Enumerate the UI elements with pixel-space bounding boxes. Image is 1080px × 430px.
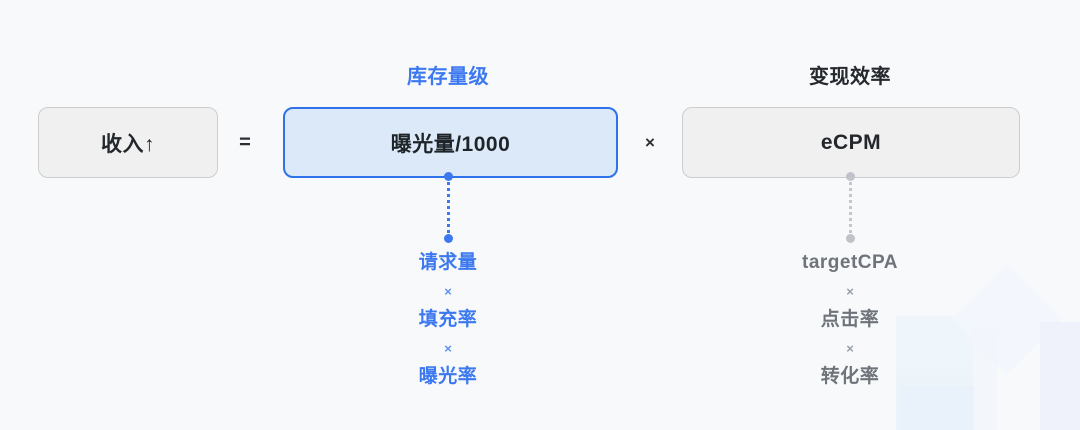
ecpm-box-label: eCPM: [820, 130, 882, 154]
breakdown-operator: ×: [846, 284, 854, 299]
breakdown-stack-monetization: targetCPA × 点击率 × 转化率: [720, 250, 980, 390]
ecpm-box: eCPM: [682, 107, 1020, 178]
breakdown-term: 转化率: [820, 366, 880, 387]
connector-endpoint-dot: [443, 234, 453, 243]
breakdown-term: 点击率: [820, 309, 880, 330]
impressions-box: 曝光量/1000: [283, 107, 618, 178]
connector-dotted-line: [446, 177, 450, 239]
connector-line-monetization: [845, 172, 855, 243]
revenue-box: 收入↑: [38, 107, 218, 178]
revenue-box-label: 收入↑: [101, 132, 155, 156]
breakdown-term: 曝光率: [418, 366, 478, 387]
column-header-inventory: 库存量级: [407, 66, 489, 88]
column-header-monetization: 变现效率: [809, 66, 891, 88]
breakdown-operator: ×: [444, 284, 452, 299]
connector-endpoint-dot: [845, 172, 855, 181]
background-watermark-shape: [900, 386, 974, 430]
impressions-box-label: 曝光量/1000: [390, 132, 511, 156]
connector-line-inventory: [443, 172, 453, 243]
breakdown-operator: ×: [444, 341, 452, 356]
connector-dotted-line: [848, 177, 852, 239]
connector-endpoint-dot: [443, 172, 453, 181]
breakdown-stack-inventory: 请求量 × 填充率 × 曝光率: [318, 250, 578, 390]
breakdown-term: 请求量: [418, 252, 478, 273]
multiply-operator: ×: [645, 133, 655, 152]
equals-operator: =: [239, 131, 251, 154]
breakdown-term: targetCPA: [802, 252, 898, 273]
background-watermark-shape: [1040, 322, 1080, 430]
breakdown-operator: ×: [846, 341, 854, 356]
connector-endpoint-dot: [845, 234, 855, 243]
breakdown-term: 填充率: [418, 309, 478, 330]
